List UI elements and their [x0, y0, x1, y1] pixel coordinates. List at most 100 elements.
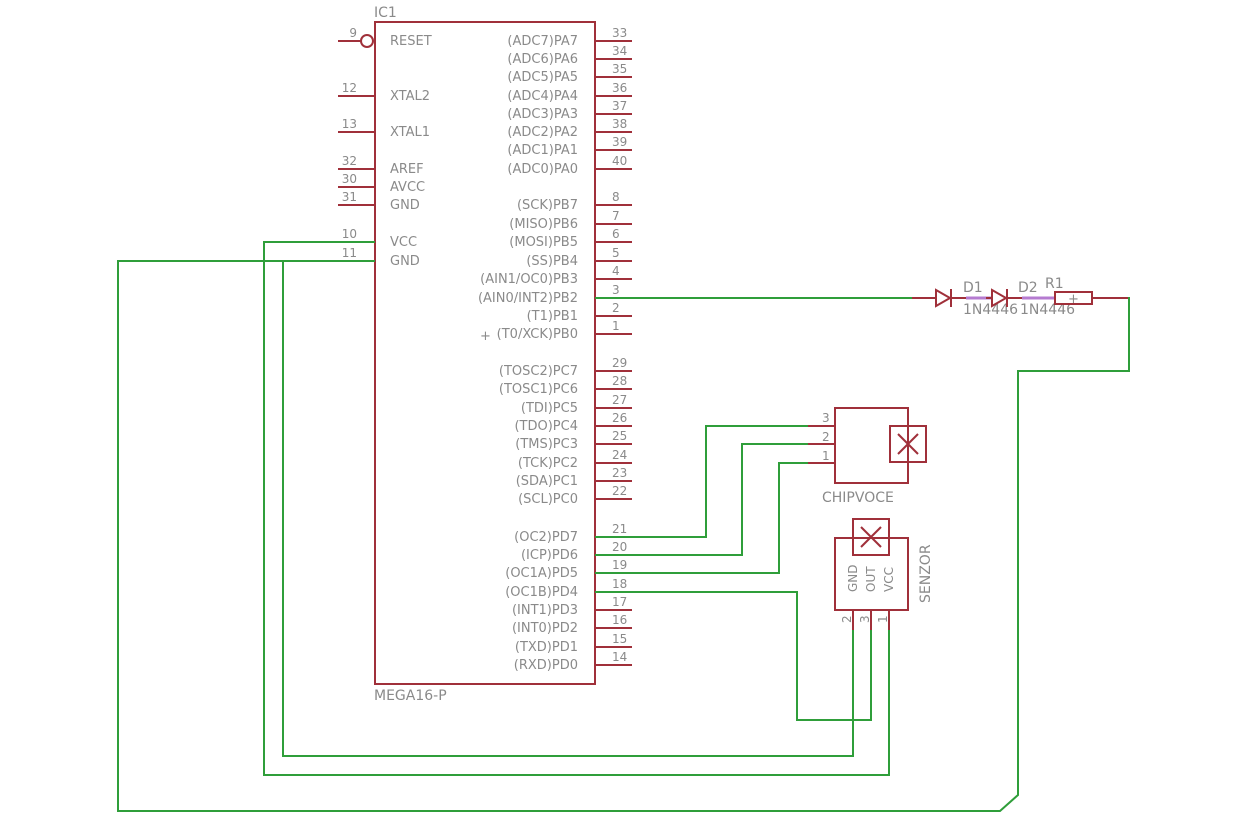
ic1-left-pin-number: 9	[349, 26, 357, 40]
ic1-right-pin-label: (SDA)PC1	[516, 474, 578, 489]
d1-diode: D1 1N4446	[912, 280, 1018, 318]
ic1-right-pins: 33(ADC7)PA734(ADC6)PA635(ADC5)PA536(ADC4…	[478, 26, 632, 673]
ic1-right-pin-number: 14	[612, 650, 627, 664]
ic1-right-pin-label: (T1)PB1	[527, 309, 578, 324]
ic1-right-pin-number: 5	[612, 246, 620, 260]
ic1-right-pin-label: (TMS)PC3	[515, 437, 578, 452]
ic1-left-pin-label: AVCC	[390, 180, 425, 195]
net-gnd-senzor	[282, 260, 854, 757]
ic1-left-pin-label: XTAL2	[390, 89, 430, 104]
d2-diode: D2 1N4446	[986, 280, 1075, 318]
ic1-right-pin-label: (OC2)PD7	[514, 530, 578, 545]
ic1-right-pin-number: 1	[612, 319, 620, 333]
ic1-right-pin-number: 18	[612, 577, 627, 591]
ic1-right-pin-label: (ADC4)PA4	[507, 89, 578, 104]
ic1-name: IC1	[374, 5, 397, 21]
ic1-right-pin-number: 29	[612, 356, 627, 370]
chipvoce-name: CHIPVOCE	[822, 490, 894, 506]
ic1-right-pin-label: (INT0)PD2	[512, 621, 578, 636]
ic1-right-pin-number: 38	[612, 117, 627, 131]
ic1-right-pin-number: 33	[612, 26, 627, 40]
ic1-right-pin-number: 7	[612, 209, 620, 223]
net-vcc-senzor	[263, 241, 890, 776]
ic1-right-pin-label: (ADC1)PA1	[507, 143, 578, 158]
ic1-right-pin-label: (MOSI)PB5	[509, 235, 578, 250]
nets	[117, 241, 1130, 812]
ic1-right-pin-label: (OC1B)PD4	[505, 585, 578, 600]
ic1-right-pin-label: (ADC2)PA2	[507, 125, 578, 140]
ic1-left-pin-number: 30	[342, 172, 357, 186]
ic1-right-pin-label: (TCK)PC2	[518, 456, 578, 471]
ic1-right-pin-number: 34	[612, 44, 627, 58]
ic1-right-pin-label: (AIN1/OC0)PB3	[480, 272, 578, 287]
ic1-right-pin-number: 6	[612, 227, 620, 241]
senzor-label-gnd: GND	[846, 564, 860, 592]
ic1-left-pin-number: 31	[342, 190, 357, 204]
ic1-left-pins: 9RESET12XTAL213XTAL132AREF30AVCC31GND10V…	[338, 26, 432, 269]
ic1-right-pin-number: 25	[612, 429, 627, 443]
ic1-right-pin-label: (TDO)PC4	[514, 419, 578, 434]
ic1-right-pin-number: 37	[612, 99, 627, 113]
ic1-left-pin-label: XTAL1	[390, 125, 430, 140]
ic1-right-pin-number: 22	[612, 484, 627, 498]
chipvoce-symbol: 3 2 1 CHIPVOCE	[808, 407, 927, 506]
ic1-right-pin-label: (OC1A)PD5	[505, 566, 578, 581]
ic1-right-pin-number: 8	[612, 190, 620, 204]
ic1-left-pin-label: GND	[390, 198, 420, 213]
net-r1-gnd	[117, 260, 1130, 812]
senzor-label-out: OUT	[864, 566, 878, 592]
ic1-right-pin-label: (TXD)PD1	[515, 640, 578, 655]
r1-name: R1	[1045, 276, 1064, 292]
chipvoce-pin-2: 2	[822, 430, 830, 444]
ic1-right-pin-number: 20	[612, 540, 627, 554]
ic1-right-pin-label: (RXD)PD0	[514, 658, 578, 673]
chipvoce-pin-1: 1	[822, 449, 830, 463]
ic1-left-pin-number: 11	[342, 246, 357, 260]
net-pd5-chipvoce1	[595, 462, 808, 574]
chipvoce-pin-3: 3	[822, 411, 830, 425]
ic1-right-pin-label: (ADC5)PA5	[507, 70, 578, 85]
ic1-right-pin-number: 36	[612, 81, 627, 95]
ic1-left-pin-number: 12	[342, 81, 357, 95]
senzor-pin-1: 1	[876, 615, 890, 623]
ic1-right-pin-number: 2	[612, 301, 620, 315]
ic1-right-pin-label: (TDI)PC5	[521, 401, 578, 416]
ic1-right-pin-number: 23	[612, 466, 627, 480]
ic1-right-pin-label: (TOSC1)PC6	[499, 382, 578, 397]
r1-marker: +	[1068, 292, 1079, 307]
ic1-right-pin-label: (MISO)PB6	[509, 217, 578, 232]
ic1-right-pin-label: (ADC0)PA0	[507, 162, 578, 177]
ic1-right-pin-label: (T0/XCK)PB0	[497, 327, 578, 342]
r1-resistor: R1 +	[1045, 276, 1128, 307]
ic1-left-pin-label: AREF	[390, 162, 424, 177]
ic1-right-pin-label: (ADC6)PA6	[507, 52, 578, 67]
senzor-pin-3: 3	[858, 615, 872, 623]
ic1-right-pin-label: (TOSC2)PC7	[499, 364, 578, 379]
ic1-right-pin-label: (INT1)PD3	[512, 603, 578, 618]
ic1-right-pin-number: 4	[612, 264, 620, 278]
pb0-cross-marker: +	[480, 329, 491, 344]
ic1-right-pin-label: (SS)PB4	[526, 254, 578, 269]
ic1-right-pin-number: 27	[612, 393, 627, 407]
ic1-right-pin-number: 39	[612, 135, 627, 149]
ic1-left-pin-number: 10	[342, 227, 357, 241]
ic1-right-pin-label: (ADC7)PA7	[507, 34, 578, 49]
ic1-left-pin-label: GND	[390, 254, 420, 269]
senzor-label-vcc: VCC	[882, 567, 896, 592]
d2-value: 1N4446	[1020, 302, 1075, 318]
d2-name: D2	[1018, 280, 1038, 296]
ic1-right-pin-number: 19	[612, 558, 627, 572]
ic1-right-pin-number: 35	[612, 62, 627, 76]
net-pd4-senzor-out	[595, 591, 872, 721]
ic1-right-pin-label: (SCK)PB7	[517, 198, 578, 213]
ic1-right-pin-label: (SCL)PC0	[518, 492, 578, 507]
ic1-right-pin-number: 28	[612, 374, 627, 388]
ic1-right-pin-number: 17	[612, 595, 627, 609]
ic1-right-pin-number: 24	[612, 448, 627, 462]
ic1-right-pin-label: (ADC3)PA3	[507, 107, 578, 122]
reset-inversion-bubble	[360, 34, 374, 48]
ic1-right-pin-label: (ICP)PD6	[521, 548, 578, 563]
ic1-right-pin-number: 3	[612, 283, 620, 297]
net-pd6-chipvoce2	[595, 443, 808, 556]
